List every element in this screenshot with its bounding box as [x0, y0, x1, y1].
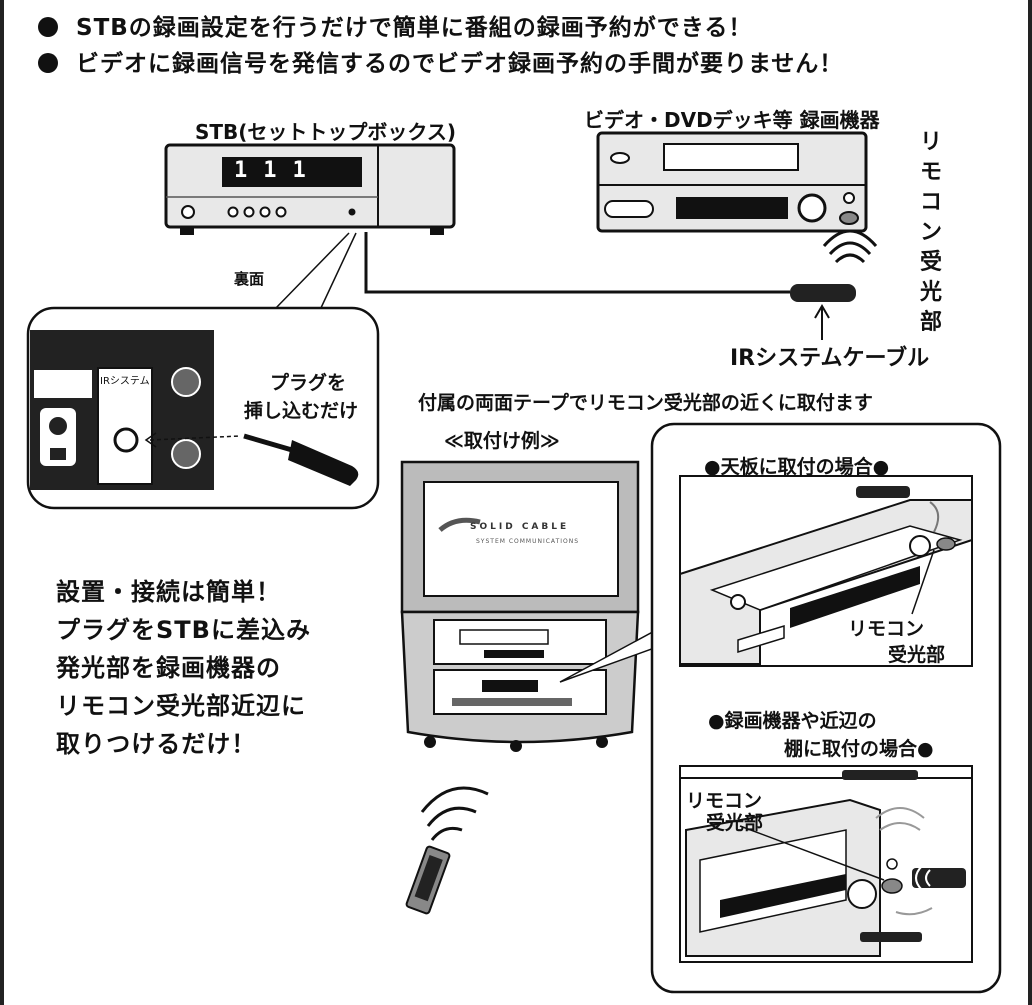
bullet-1: STBの録画設定を行うだけで簡単に番組の録画予約ができる！: [38, 8, 752, 42]
case-shelf-receiver-1: リモコン: [686, 790, 763, 812]
install-line-3: 発光部を録画機器の: [56, 654, 281, 682]
stb-label: STB(セットトップボックス): [195, 120, 456, 144]
remote-control: [405, 786, 489, 915]
ir-port-label: IRシステム: [100, 376, 150, 387]
ir-cable: [364, 229, 878, 340]
install-line-5: 取りつけるだけ！: [56, 730, 257, 758]
install-line-2: プラグをSTBに差込み: [56, 616, 311, 644]
tv-cabinet: [400, 460, 661, 752]
tv-logo-title: SOLID CABLE: [470, 522, 570, 532]
case-top-receiver-2: 受光部: [888, 644, 946, 666]
plug-text-1: プラグを: [270, 372, 347, 394]
plug-text-2: 挿し込むだけ: [244, 400, 359, 422]
case-shelf-title-1: ●録画機器や近辺の: [708, 710, 877, 732]
case-shelf-receiver-2: 受光部: [706, 812, 764, 834]
case-shelf-title-2: 棚に取付の場合●: [784, 738, 934, 760]
back-panel: [26, 306, 380, 510]
frame-right: [1028, 0, 1032, 1005]
bullet-dot: [38, 17, 58, 37]
frame-left: [0, 0, 4, 1005]
stb-display: 111: [234, 158, 322, 183]
install-line-1: 設置・接続は簡単！: [56, 578, 281, 606]
bullet-dot: [38, 53, 58, 73]
examples-panel: [650, 422, 1002, 994]
tape-label: 付属の両面テープでリモコン受光部の近くに取付ます: [418, 392, 873, 414]
back-label: 裏面: [234, 270, 265, 288]
bullet-2: ビデオに録画信号を発信するのでビデオ録画予約の手間が要りません！: [38, 44, 843, 78]
case-top-receiver-1: リモコン: [848, 618, 925, 640]
tv-logo-subtitle: SYSTEM COMMUNICATIONS: [476, 538, 580, 545]
ir-cable-label: IRシステムケーブル: [730, 346, 930, 371]
stb-device: [164, 143, 456, 235]
install-line-4: リモコン受光部近辺に: [56, 692, 306, 720]
bullet-2-text: ビデオに録画信号を発信するのでビデオ録画予約の手間が要りません！: [76, 51, 844, 77]
recorder-label: ビデオ・DVDデッキ等 録画機器: [584, 108, 880, 132]
case-top-title: ●天板に取付の場合●: [704, 456, 890, 478]
callout-line-left: [273, 232, 350, 311]
bullet-1-text: STBの録画設定を行うだけで簡単に番組の録画予約ができる！: [76, 15, 753, 41]
example-label: ≪取付け例≫: [444, 430, 560, 452]
callout-line-right: [319, 232, 357, 311]
recorder-device: [596, 131, 868, 233]
receiver-vertical-label: リモコン受光部: [919, 130, 942, 335]
install-text: 設置・接続は簡単！ プラグをSTBに差込み 発光部を録画機器の リモコン受光部近…: [56, 573, 311, 763]
